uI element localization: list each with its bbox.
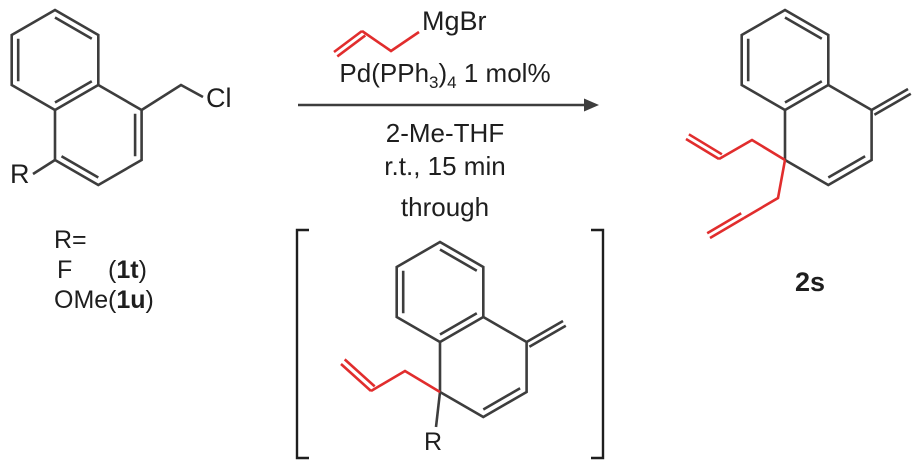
substrate-benzo-ring [10,8,100,112]
intermediate-r-label: R [424,428,443,456]
product-allyl-group-2 [706,159,787,240]
catalyst-text-part: Pd(PPh [339,58,430,88]
arrowhead [584,98,599,112]
reaction-arrow [298,98,599,112]
catalyst-label: Pd(PPh3)4 1 mol% [290,58,600,91]
catalyst-subscript-4: 4 [447,73,457,93]
legend-tag-close: ) [138,256,147,284]
catalyst-text-part: 1 mol% [456,58,551,88]
product-double-bonds [746,16,866,179]
catalyst-text-part: ) [438,58,448,88]
intermediate-exo-methylene [525,319,567,348]
product-allyl2-bonds [743,159,787,220]
intermediate-r-bond [434,391,442,428]
product-exo-methylene [870,87,912,116]
mgbr-label: MgBr [422,6,487,36]
solvent-label: 2-Me-THF [385,118,505,148]
product-benzo-ring [740,8,830,112]
legend-compound-id-1t: 1t [116,256,139,284]
substrate-r-bond [32,158,56,176]
legend-group-ome: OMe [54,286,109,314]
intermediate-allyl-double-bond [340,358,376,392]
intermediate-benzo-ring [395,240,485,344]
product-allyl2-double-bond [706,212,745,240]
legend-tag-ome: (1u) [108,287,154,313]
product-second-ring [783,83,873,187]
legend-group-f: F [57,256,73,284]
legend-compound-id-1u: 1u [116,286,146,314]
product-allyl1-bonds [718,138,786,162]
substrate-double-bonds [16,16,137,179]
substrate-ch2cl-bond [140,83,204,112]
intermediate-allyl-bonds [370,369,441,394]
product-label: 2s [795,267,826,297]
intermediate-brackets [295,228,605,460]
intermediate-second-ring [438,315,528,419]
product-allyl1-double-bond [685,133,723,161]
conditions-label: r.t., 15 min [384,151,506,181]
substrate-second-ring [53,83,143,187]
legend-tag-open: ( [108,256,117,284]
catalyst-subscript-3: 3 [429,73,439,93]
grignard-vinyl-double-bond [333,29,367,58]
intermediate-double-bonds [401,248,521,411]
legend-heading: R= [54,226,87,254]
legend-tag-f: (1t) [108,257,147,283]
cl-label: Cl [206,83,232,113]
right-bracket [591,228,605,460]
substrate-r-label: R [10,159,30,189]
intermediate-structure [340,240,567,428]
grignard-chain-bonds [361,29,420,53]
legend-tag-open: ( [108,286,117,314]
left-bracket [295,228,309,460]
intermediate-allyl-group [340,358,441,394]
legend-tag-close: ) [145,286,154,314]
product-allyl-group-1 [685,133,786,162]
product-structure [685,8,912,240]
substrate-structure [10,8,204,187]
through-label: through [400,192,490,222]
allyl-grignard-structure [333,29,420,58]
